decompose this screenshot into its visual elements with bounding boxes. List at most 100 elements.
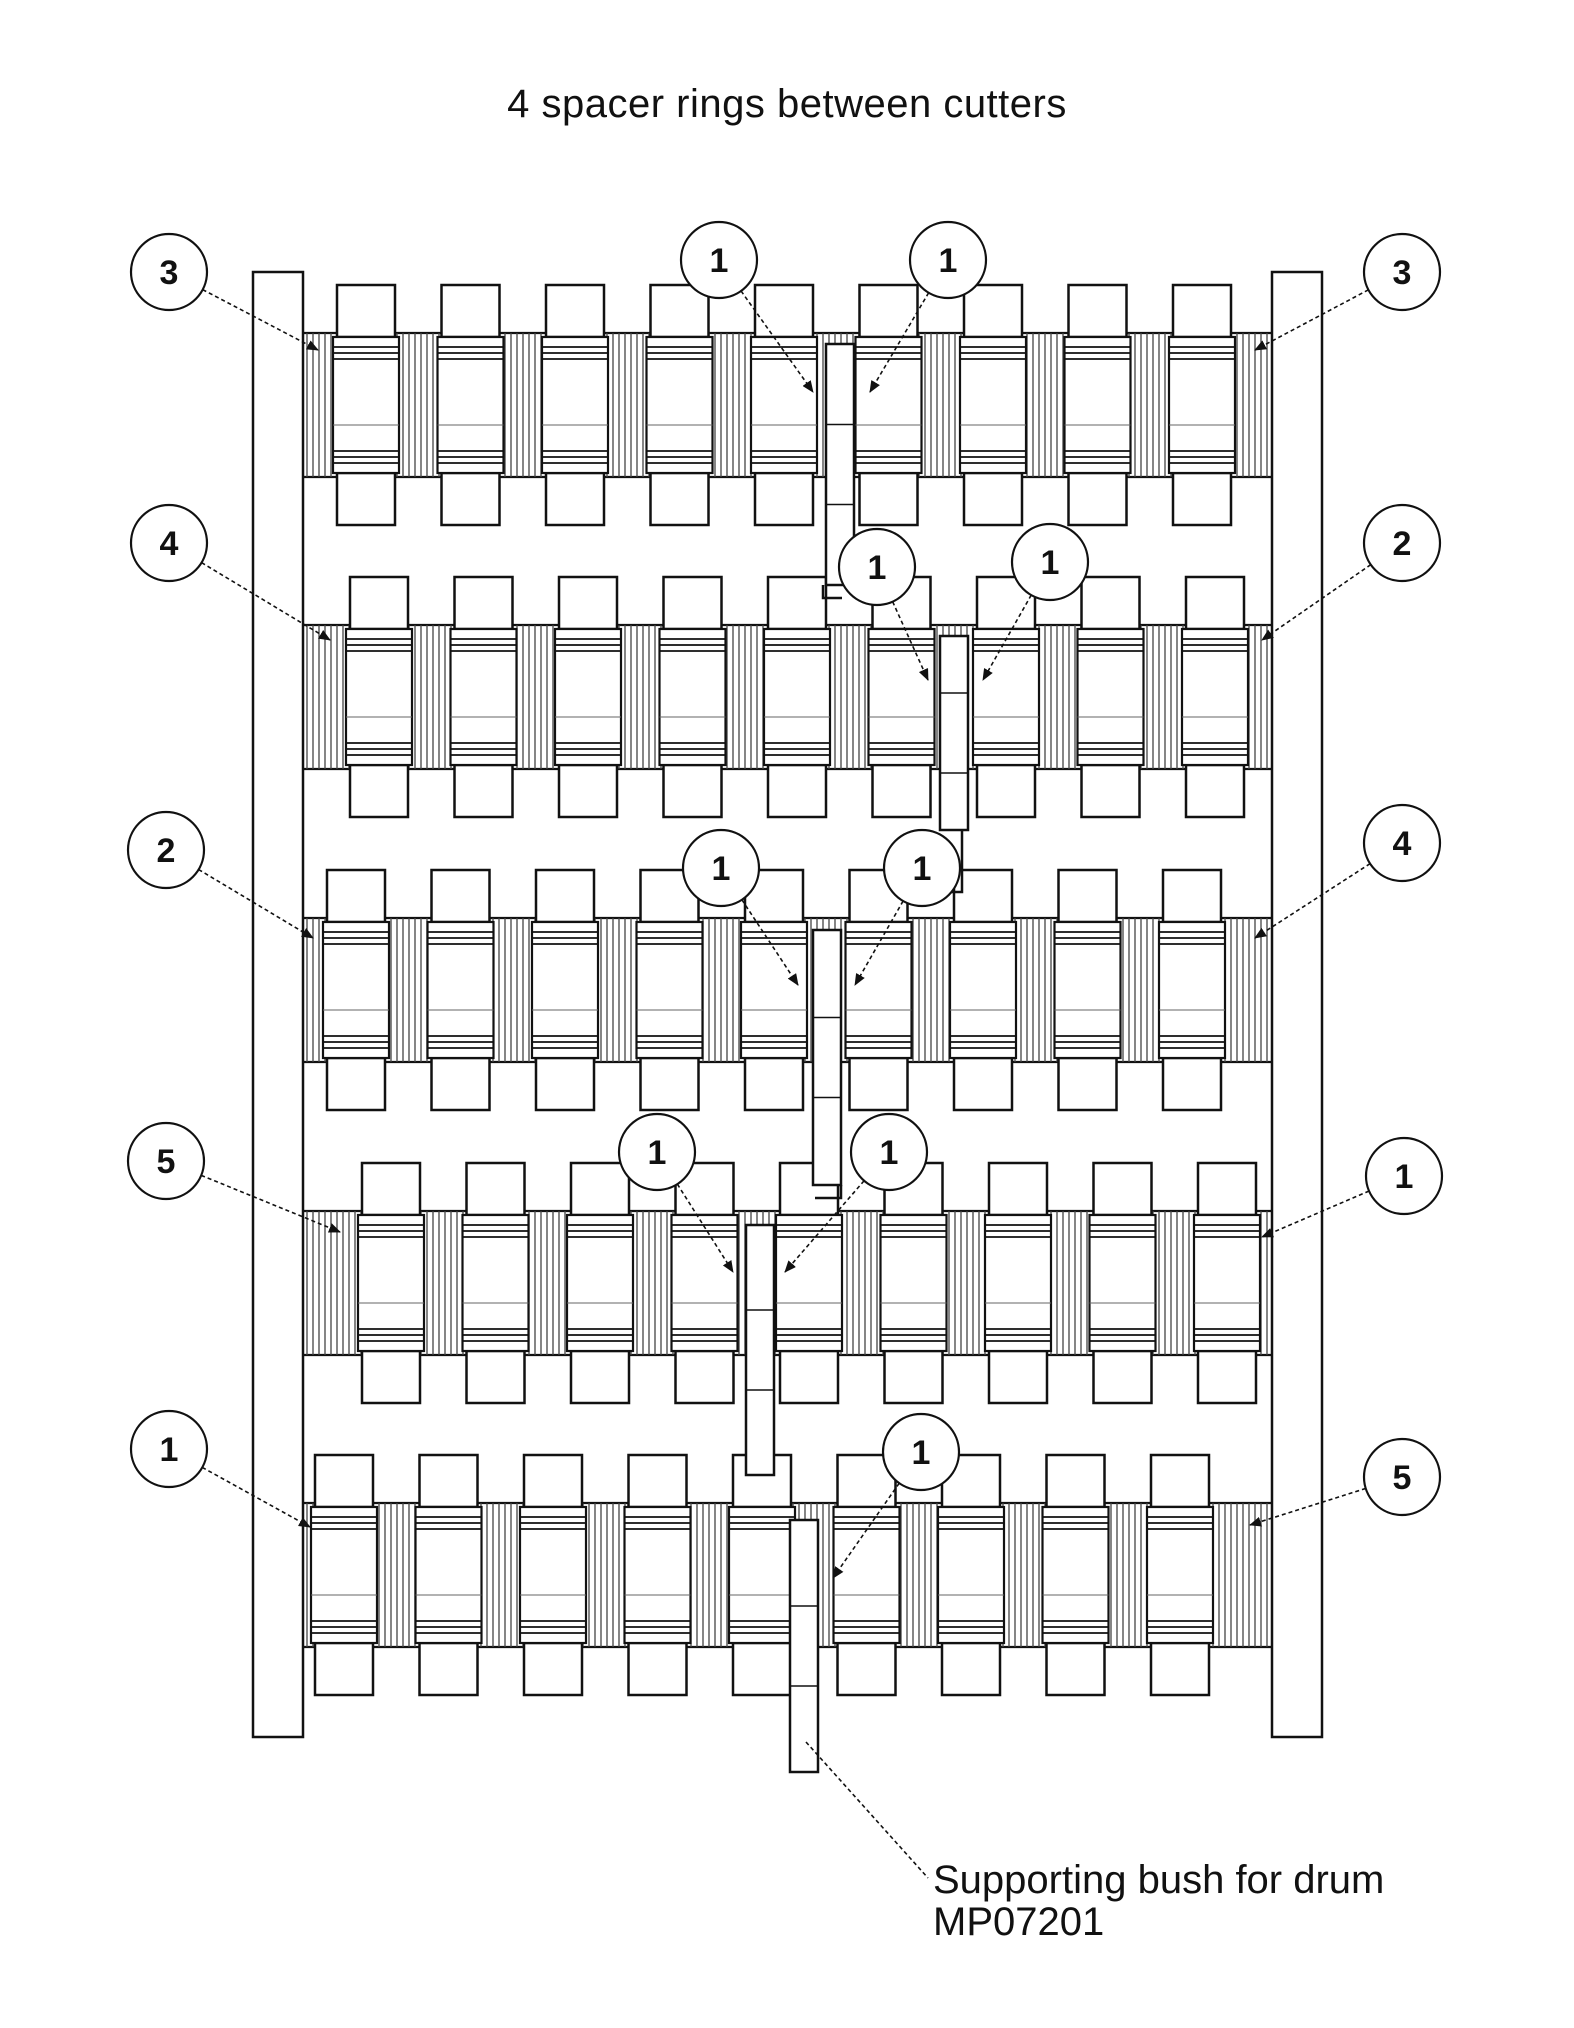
cutter [854, 283, 923, 527]
callout-number: 1 [1395, 1158, 1414, 1196]
cutter-tooth-top [1092, 1161, 1153, 1217]
cutter-hub [518, 1505, 588, 1645]
cutter-tooth-bottom [1149, 1641, 1211, 1697]
cutter-hub [727, 1505, 797, 1645]
cutter-hub [344, 627, 414, 767]
cutter-tooth-top [1184, 575, 1246, 631]
cutter-tooth-top [465, 1161, 526, 1217]
callout-circle [126, 1121, 206, 1201]
callout-number: 1 [1041, 544, 1060, 582]
cutter-tooth-bottom [1184, 763, 1246, 819]
leader-line [676, 1183, 734, 1273]
leader-line [198, 868, 314, 939]
cutter-tooth-bottom [662, 763, 723, 819]
callout-circle [1010, 522, 1090, 602]
callout-number: 1 [880, 1134, 899, 1172]
cutter-tooth-bottom [743, 1056, 805, 1112]
cutter-tooth-bottom [639, 1056, 700, 1112]
cutter-tooth-bottom [325, 1056, 387, 1112]
cutter [658, 575, 727, 819]
cutter [1180, 575, 1250, 819]
cutter-hub [867, 627, 936, 767]
cutter-tooth-top [534, 868, 596, 924]
callout-right: 4 [1362, 803, 1442, 883]
cutter-tooth-top [627, 1453, 688, 1509]
cutter-hub [553, 627, 623, 767]
cutter-hub [1157, 920, 1227, 1060]
cutter-tooth-top [1067, 283, 1128, 339]
cutter-hub [832, 1505, 901, 1645]
cutter-tooth-bottom [348, 763, 410, 819]
cutter-hub [565, 1213, 635, 1353]
cutter-hub [1088, 1213, 1157, 1353]
leader-line [202, 288, 319, 351]
cutter-tooth-top [753, 283, 815, 339]
supporting-bush-4 [744, 1223, 776, 1477]
cutter-hub [948, 920, 1018, 1060]
cutter-tooth-bottom [1045, 1641, 1106, 1697]
supporting-bush-3 [811, 928, 843, 1187]
cutter [844, 868, 913, 1112]
callout-circle [1364, 1136, 1444, 1216]
cutter-tooth-bottom [522, 1641, 584, 1697]
cutter-tooth-top [360, 1161, 422, 1217]
callout-circle [882, 828, 962, 908]
caption-line-2: MP07201 [933, 1900, 1105, 1944]
cutter-tooth-bottom [1057, 1056, 1118, 1112]
cutter-tooth-bottom [674, 1349, 735, 1405]
cutter-tooth-top [335, 283, 397, 339]
cutter-hub [1167, 335, 1237, 475]
cutter-tooth-bottom [1092, 1349, 1153, 1405]
cutter [635, 868, 704, 1112]
callout-circle [681, 828, 761, 908]
cutter-tooth-bottom [778, 1349, 840, 1405]
cutter [414, 1453, 483, 1697]
cutter [1053, 868, 1122, 1112]
cutter [356, 1161, 426, 1405]
cutter-tooth-top [557, 575, 619, 631]
cutter [436, 283, 505, 527]
cutter [1157, 868, 1227, 1112]
cutter-hub [356, 1213, 426, 1353]
cutter-tooth-bottom [987, 1349, 1049, 1405]
callout-circle [908, 220, 988, 300]
cutter [645, 283, 714, 527]
cutter-tooth-bottom [1161, 1056, 1223, 1112]
cutter [1167, 283, 1237, 527]
cutter-row-5 [303, 1453, 1272, 1697]
cutter [426, 868, 495, 1112]
callout-circle [129, 503, 209, 583]
callout-number: 3 [1393, 254, 1412, 292]
callout-circle [126, 810, 206, 890]
cutter-tooth-top [544, 283, 606, 339]
cutter-tooth-bottom [1196, 1349, 1258, 1405]
cutter-tooth-bottom [649, 471, 710, 527]
cutter-tooth-bottom [557, 763, 619, 819]
cutter [670, 1161, 739, 1405]
cutter [1145, 1453, 1215, 1697]
cutter [1063, 283, 1132, 527]
cutter-hub [321, 920, 391, 1060]
leader-line [869, 292, 930, 393]
supporting-bush-2 [938, 634, 970, 832]
callout-number: 1 [913, 850, 932, 888]
cutter [867, 575, 936, 819]
cutter-hub [854, 335, 923, 475]
cutter-hub [1063, 335, 1132, 475]
cutter [749, 283, 819, 527]
cutter-tooth-bottom [313, 1641, 375, 1697]
cutter-tooth-bottom [883, 1349, 944, 1405]
cutter-hub [530, 920, 600, 1060]
callout-inner: 1 [837, 527, 917, 607]
cutter [1041, 1453, 1110, 1697]
cutter [971, 575, 1041, 819]
cutter-tooth-bottom [1080, 763, 1141, 819]
cutter-tooth-top [569, 1161, 631, 1217]
cutter-hub [461, 1213, 530, 1353]
cutter [565, 1161, 635, 1405]
callout-number: 4 [1393, 825, 1412, 863]
callout-number: 1 [912, 1434, 931, 1472]
callout-inner: 1 [849, 1112, 929, 1192]
supporting-bush-5 [788, 1518, 820, 1774]
cutter-tooth-top [1149, 1453, 1211, 1509]
